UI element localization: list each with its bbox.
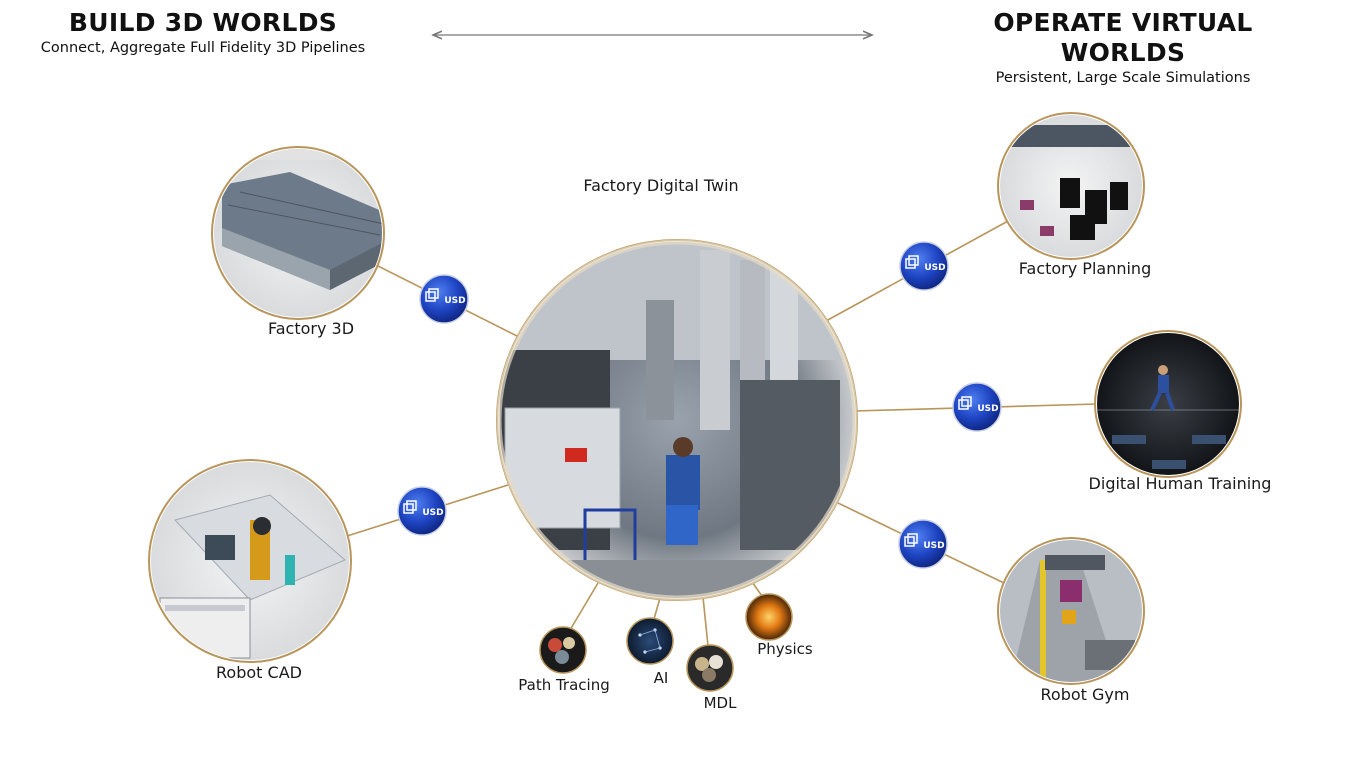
operate-virtual-worlds-title: OPERATE VIRTUAL WORLDS bbox=[993, 8, 1253, 67]
robot-cad-label: Robot CAD bbox=[216, 663, 302, 682]
build-3d-worlds-title: BUILD 3D WORLDS bbox=[68, 8, 338, 37]
usd-badge-digital-human: USD bbox=[952, 382, 1002, 432]
physics-label: Physics bbox=[757, 640, 813, 658]
factory-planning-circle bbox=[997, 112, 1145, 260]
usd-badge-label: USD bbox=[977, 404, 998, 414]
usd-badge-label: USD bbox=[444, 296, 465, 306]
factory-3d-circle bbox=[211, 146, 385, 320]
mdl-label: MDL bbox=[703, 694, 737, 712]
ai-label: AI bbox=[653, 669, 669, 687]
robot-gym-label: Robot Gym bbox=[1040, 685, 1130, 704]
usd-badge-label: USD bbox=[422, 508, 443, 518]
physics-icon bbox=[745, 593, 793, 641]
operate-virtual-worlds-subtitle: Persistent, Large Scale Simulations bbox=[995, 70, 1251, 86]
usd-badge-factory-3d: USD bbox=[419, 274, 469, 324]
build-3d-worlds-header: BUILD 3D WORLDS Connect, Aggregate Full … bbox=[20, 8, 386, 57]
usd-badge-label: USD bbox=[924, 263, 945, 273]
robot-cad-circle bbox=[148, 459, 352, 663]
robot-gym-circle bbox=[997, 537, 1145, 685]
path-tracing-icon bbox=[539, 626, 587, 674]
build-3d-worlds-subtitle: Connect, Aggregate Full Fidelity 3D Pipe… bbox=[40, 40, 366, 56]
factory-planning-label: Factory Planning bbox=[1018, 259, 1152, 278]
mdl-icon bbox=[686, 644, 734, 692]
factory-digital-twin-label: Factory Digital Twin bbox=[583, 176, 739, 195]
digital-human-training-label: Digital Human Training bbox=[1088, 474, 1272, 493]
factory-digital-twin-circle bbox=[496, 239, 858, 601]
ai-icon bbox=[626, 617, 674, 665]
path-tracing-label: Path Tracing bbox=[518, 676, 610, 694]
digital-human-training-circle bbox=[1094, 330, 1242, 478]
usd-badge-label: USD bbox=[923, 541, 944, 551]
factory-3d-label: Factory 3D bbox=[267, 319, 355, 338]
operate-virtual-worlds-header: OPERATE VIRTUAL WORLDS Persistent, Large… bbox=[940, 8, 1306, 87]
usd-badge-robot-cad: USD bbox=[397, 486, 447, 536]
usd-badge-factory-planning: USD bbox=[899, 241, 949, 291]
usd-badge-robot-gym: USD bbox=[898, 519, 948, 569]
